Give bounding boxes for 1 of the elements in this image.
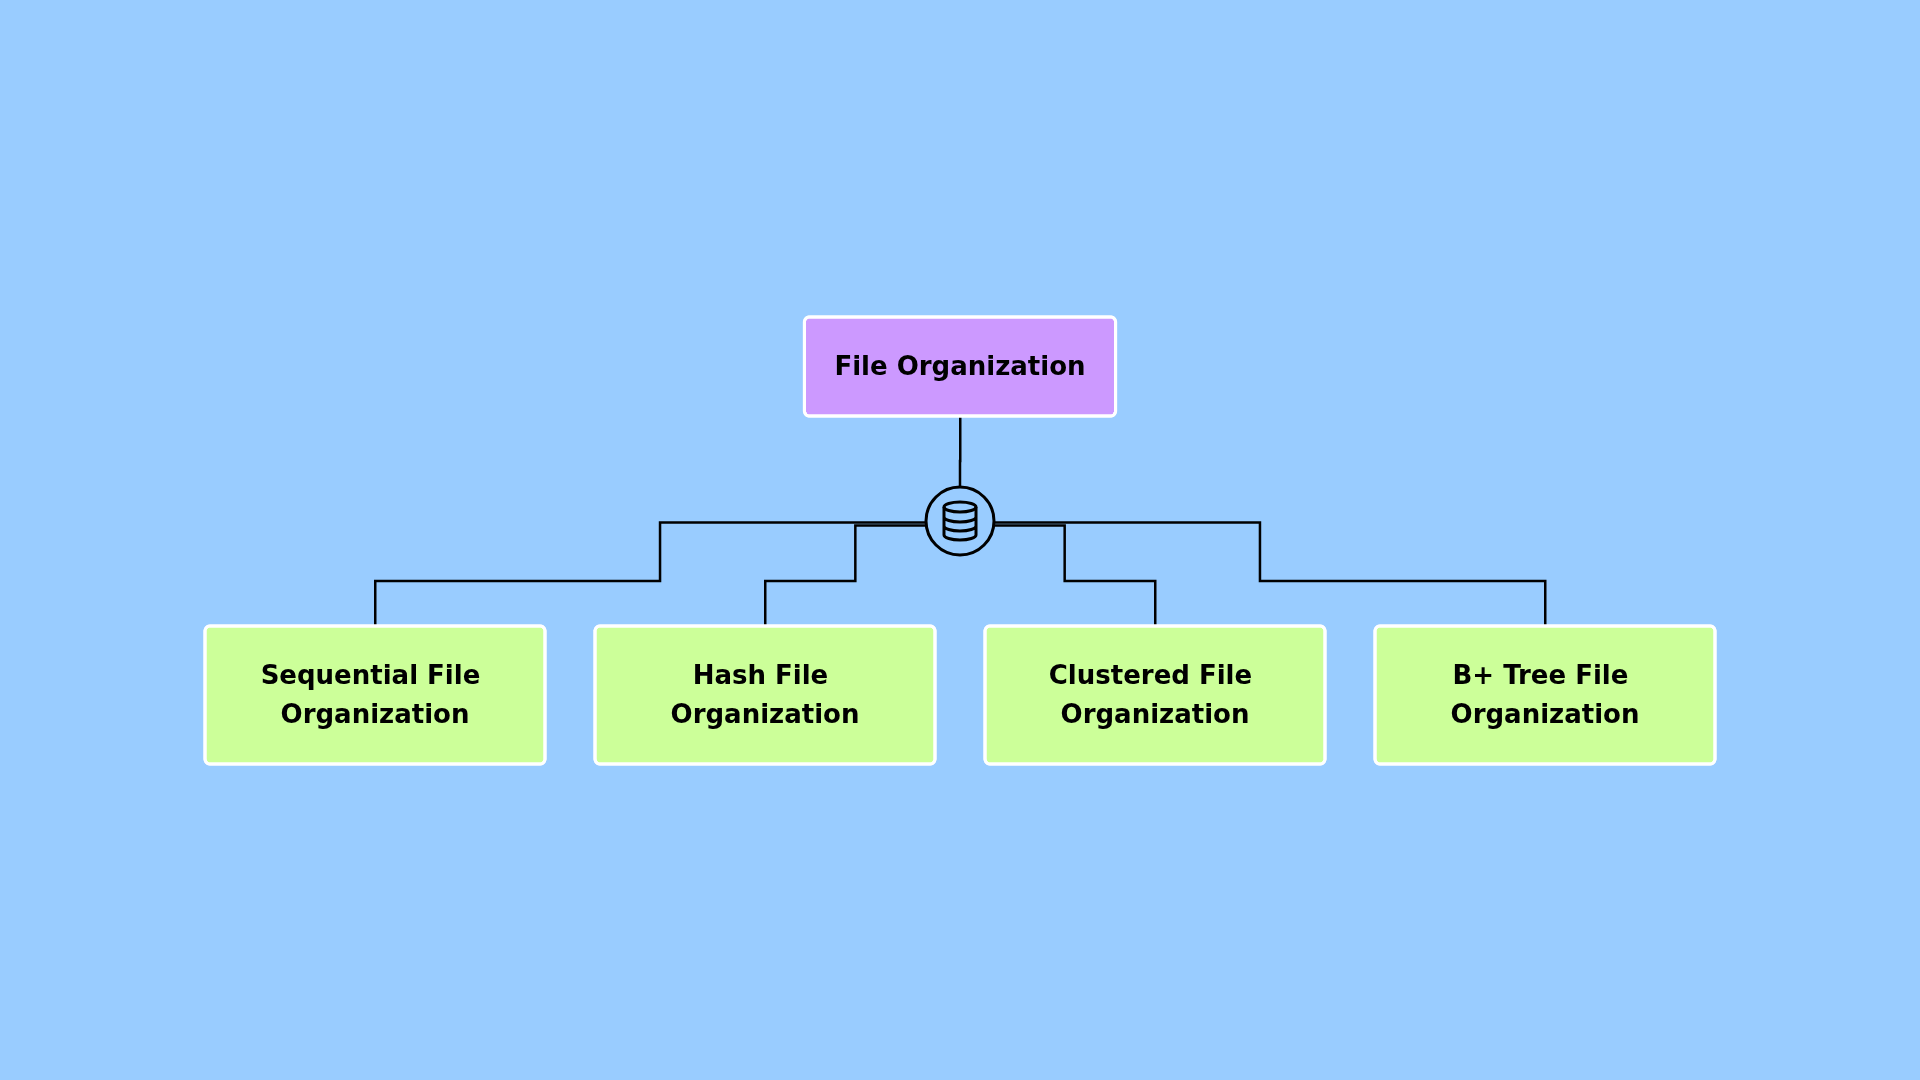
node-circle	[924, 485, 996, 556]
